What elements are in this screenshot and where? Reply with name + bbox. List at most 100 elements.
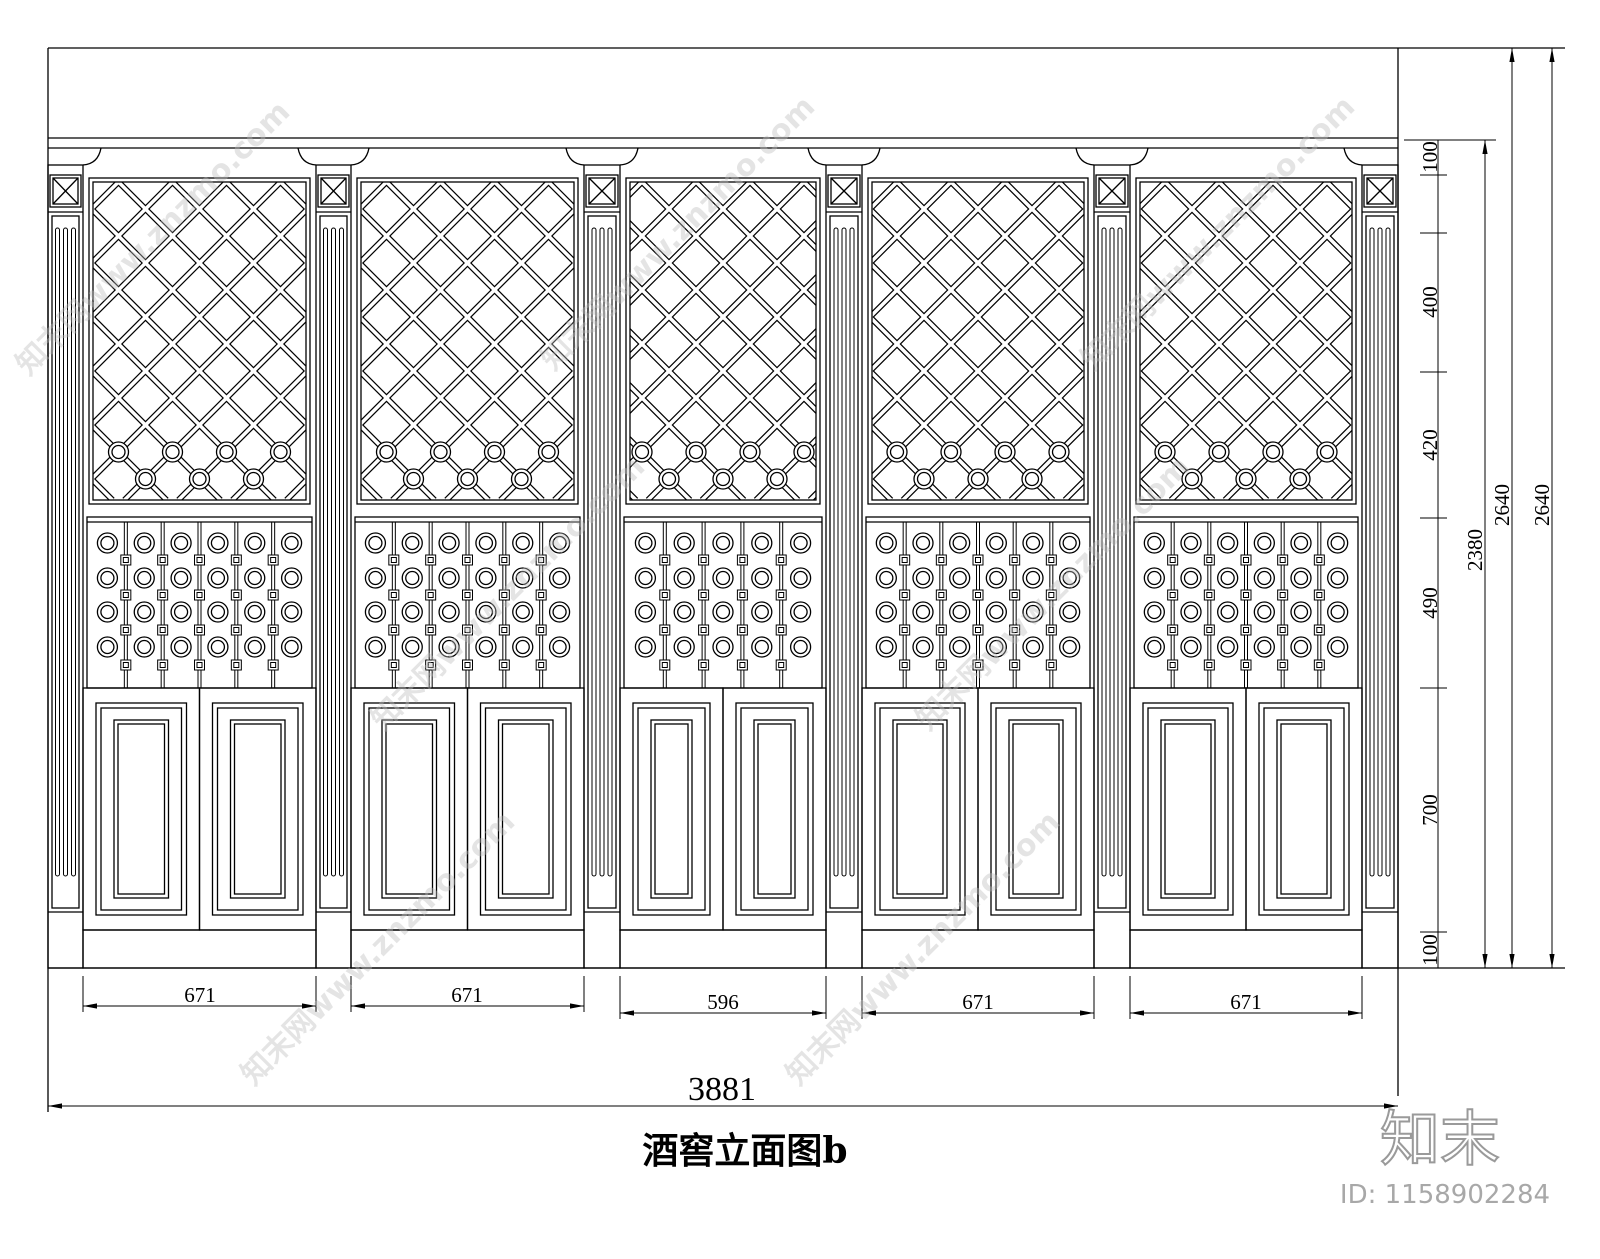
rack-square-ornament bbox=[1167, 659, 1179, 671]
lattice-bar-fill bbox=[1140, 182, 1221, 264]
door-frame-inner bbox=[1147, 707, 1229, 911]
bottle-hole-inner bbox=[889, 444, 905, 460]
cabinet-doors bbox=[1129, 687, 1363, 931]
door-raised-panel-inner bbox=[1280, 723, 1328, 895]
arrowhead bbox=[1080, 1010, 1094, 1016]
rack-bottle-hole-inner bbox=[552, 535, 567, 551]
rack-square-ornament bbox=[425, 624, 437, 636]
rack-square-ornament-inner bbox=[739, 557, 746, 563]
flute-groove bbox=[1369, 227, 1375, 877]
rack-square-ornament-inner bbox=[1011, 627, 1018, 633]
bottle-hole-inner bbox=[1051, 444, 1067, 460]
bay-width-label-4: 671 bbox=[962, 990, 994, 1014]
rack-square-ornament-inner bbox=[501, 557, 508, 563]
rack-square-ornament bbox=[462, 589, 473, 601]
rack-square-ornament bbox=[535, 554, 547, 566]
rack-bottle-hole-inner bbox=[405, 604, 420, 620]
rack-bottle-hole-inner bbox=[1220, 570, 1235, 586]
rack-square-ornament bbox=[1009, 589, 1021, 601]
door-frame bbox=[363, 702, 456, 916]
rack-square-ornament bbox=[498, 554, 510, 566]
rack-bottle-hole-inner bbox=[989, 639, 1004, 655]
rack-square-ornament-inner bbox=[1243, 592, 1249, 598]
lattice-bar-fill bbox=[630, 182, 806, 359]
bottle-rack bbox=[623, 516, 823, 689]
rack-square-ornament-inner bbox=[196, 557, 203, 563]
rack-bottle-hole-inner bbox=[552, 604, 567, 620]
lattice-frame-outer bbox=[867, 177, 1089, 505]
rack-square-ornament-inner bbox=[270, 557, 277, 563]
rack-square-ornament-inner bbox=[390, 557, 397, 563]
bottle-hole-inner bbox=[916, 471, 932, 487]
rack-square-ornament bbox=[1167, 589, 1179, 601]
rack-square-ornament bbox=[659, 554, 671, 566]
rack-bottle-hole-inner bbox=[368, 535, 383, 551]
rack-square-ornament bbox=[194, 554, 205, 566]
rack-square-ornament-inner bbox=[122, 592, 129, 598]
door-raised-panel bbox=[753, 719, 796, 899]
rack-square-ornament-inner bbox=[739, 592, 746, 598]
diamond-lattice bbox=[625, 177, 821, 505]
door-raised-panel bbox=[650, 719, 693, 899]
rack-square-ornament-inner bbox=[390, 592, 397, 598]
rack-square-ornament-inner bbox=[1169, 557, 1176, 563]
lattice-bar-fill bbox=[361, 182, 550, 373]
door-raised-panel bbox=[113, 719, 170, 899]
rack-bottle-hole-inner bbox=[952, 639, 967, 655]
lattice-bar-fill bbox=[93, 207, 306, 427]
door-frame-inner bbox=[368, 707, 451, 911]
rack-square-ornament bbox=[935, 554, 947, 566]
lattice-bar-fill bbox=[93, 182, 174, 265]
door-raised-panel-inner bbox=[385, 723, 434, 895]
door-frame bbox=[874, 702, 966, 916]
flute-groove bbox=[849, 227, 855, 877]
rack-bottle-hole-inner bbox=[879, 535, 894, 551]
rack-square-ornament-inner bbox=[270, 592, 277, 598]
rack-bottle-hole-inner bbox=[879, 639, 894, 655]
bottle-hole-inner bbox=[769, 471, 785, 487]
rack-square-ornament bbox=[194, 659, 205, 671]
door-raised-panel bbox=[1160, 719, 1216, 899]
plinth bbox=[619, 929, 827, 969]
rack-square-ornament bbox=[535, 659, 547, 671]
rack-square-ornament-inner bbox=[427, 592, 434, 598]
rack-square-ornament-inner bbox=[901, 592, 908, 598]
bottle-hole-inner bbox=[1024, 471, 1040, 487]
rack-square-ornament-inner bbox=[901, 627, 908, 633]
rack-square-ornament bbox=[535, 624, 547, 636]
rack-bottle-hole-inner bbox=[441, 570, 457, 586]
pilaster-outline bbox=[1093, 164, 1131, 969]
door-frame-inner bbox=[879, 707, 961, 911]
rack-square-ornament-inner bbox=[390, 662, 397, 668]
rack-square-ornament-inner bbox=[1316, 627, 1323, 633]
lattice-bar-fill bbox=[630, 221, 816, 413]
rack-square-ornament bbox=[388, 624, 400, 636]
arrowhead bbox=[351, 1003, 365, 1009]
rack-square-ornament bbox=[230, 589, 242, 601]
rack-square-ornament bbox=[1277, 624, 1289, 636]
rack-square-ornament bbox=[1277, 554, 1289, 566]
rack-bottle-hole-inner bbox=[754, 639, 769, 655]
rack-bottle-hole-inner bbox=[1062, 535, 1077, 551]
rack-bottle-hole-inner bbox=[1330, 535, 1345, 551]
door-frame-inner bbox=[740, 707, 809, 911]
bottle-hole-inner bbox=[1157, 444, 1173, 460]
pilaster-cap-square-inner bbox=[52, 177, 79, 205]
bottle-hole-inner bbox=[742, 444, 758, 460]
bay-top-arch bbox=[350, 147, 585, 166]
rack-bottle-hole-inner bbox=[100, 639, 115, 655]
rack-square-ornament-inner bbox=[233, 592, 240, 598]
rack-square-ornament-inner bbox=[538, 592, 545, 598]
bottle-hole-inner bbox=[541, 444, 556, 460]
rack-bottle-hole-inner bbox=[1183, 604, 1199, 620]
rack-square-ornament bbox=[972, 624, 984, 636]
rack-bottle-hole-inner bbox=[173, 639, 189, 655]
rack-square-ornament bbox=[1313, 659, 1325, 671]
bottle-rack bbox=[86, 516, 313, 689]
rack-bottle-hole-inner bbox=[989, 604, 1004, 620]
rack-bottle-hole-inner bbox=[100, 570, 115, 586]
bottle-hole-inner bbox=[715, 471, 731, 487]
rack-bottle-hole-inner bbox=[210, 535, 226, 551]
pilaster bbox=[47, 164, 84, 969]
bottle-hole-inner bbox=[661, 471, 677, 487]
